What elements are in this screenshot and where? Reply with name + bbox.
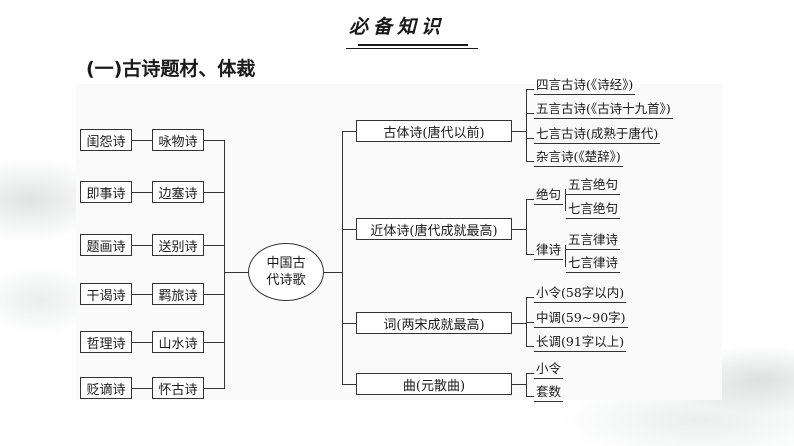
gutishi-item: 四言古诗(《诗经》)	[534, 76, 636, 95]
gutishi-item: 五言古诗(《古诗十九首》)	[534, 100, 673, 119]
theme-box: 贬谪诗	[80, 377, 132, 399]
connector	[565, 189, 566, 211]
theme-box: 即事诗	[80, 181, 132, 203]
ci-item: 小令(58字以内)	[534, 284, 627, 303]
connector	[526, 254, 534, 255]
theme-box: 山水诗	[152, 331, 204, 353]
connector	[526, 161, 534, 162]
connector	[132, 192, 152, 193]
connector	[204, 192, 224, 193]
title-underline-2	[346, 48, 478, 49]
jueju-item: 五言绝句	[566, 176, 621, 195]
theme-box: 送别诗	[152, 234, 204, 256]
connector	[342, 323, 356, 324]
theme-box: 咏物诗	[152, 129, 204, 151]
genre-box: 词(两宋成就最高)	[356, 312, 512, 334]
page-header: 必备知识	[0, 12, 794, 49]
gutishi-item: 杂言诗(《楚辞》)	[534, 148, 623, 167]
connector	[204, 342, 224, 343]
connector	[132, 342, 152, 343]
lvshi-label: 律诗	[534, 241, 564, 260]
theme-box: 闺怨诗	[80, 129, 132, 151]
connector	[526, 89, 534, 90]
connector	[132, 294, 152, 295]
connector	[526, 113, 534, 114]
connector	[342, 131, 356, 132]
page-title: 必备知识	[348, 16, 445, 38]
genre-box: 曲(元散曲)	[356, 373, 512, 395]
gutishi-item: 七言古诗(成熟于唐代)	[534, 125, 661, 144]
connector	[512, 384, 526, 385]
lvshi-item: 五言律诗	[566, 231, 621, 250]
connector	[224, 272, 248, 273]
connector	[132, 140, 152, 141]
theme-box: 羁旅诗	[152, 283, 204, 305]
connector	[204, 245, 224, 246]
connector	[224, 140, 225, 389]
connector	[526, 346, 534, 347]
qu-item: 小令	[534, 360, 564, 379]
center-label: 中国古代诗歌	[266, 256, 306, 288]
lvshi-item: 七言律诗	[566, 254, 621, 273]
connector	[512, 131, 526, 132]
ci-item: 长调(91字以上)	[534, 333, 627, 352]
ci-item: 中调(59~90字)	[534, 309, 628, 328]
jueju-label: 绝句	[534, 186, 564, 205]
connector	[204, 294, 224, 295]
connector	[342, 384, 356, 385]
connector	[342, 131, 343, 385]
connector	[132, 388, 152, 389]
theme-box: 哲理诗	[80, 331, 132, 353]
connector	[526, 199, 534, 200]
connector	[526, 89, 527, 161]
connector	[565, 245, 566, 267]
connector	[324, 272, 342, 273]
theme-box: 边塞诗	[152, 181, 204, 203]
theme-box: 干谒诗	[80, 283, 132, 305]
theme-box: 题画诗	[80, 234, 132, 256]
connector	[526, 396, 534, 397]
connector	[526, 199, 527, 255]
connector	[512, 323, 526, 324]
title-underline	[358, 44, 468, 46]
connector	[526, 297, 534, 298]
connector	[526, 297, 527, 346]
connector	[204, 140, 224, 141]
genre-box: 近体诗(唐代成就最高)	[356, 218, 512, 240]
connector	[526, 138, 534, 139]
theme-box: 怀古诗	[152, 377, 204, 399]
connector	[512, 229, 526, 230]
connector	[342, 229, 356, 230]
connector	[132, 245, 152, 246]
qu-item: 套数	[534, 383, 564, 402]
section-title: (一)古诗题材、体裁	[86, 58, 256, 80]
connector	[204, 388, 224, 389]
jueju-item: 七言绝句	[566, 200, 621, 219]
connector	[526, 373, 534, 374]
connector	[526, 373, 527, 396]
genre-box: 古体诗(唐代以前)	[356, 120, 512, 142]
center-node: 中国古代诗歌	[248, 243, 324, 301]
connector	[526, 322, 534, 323]
